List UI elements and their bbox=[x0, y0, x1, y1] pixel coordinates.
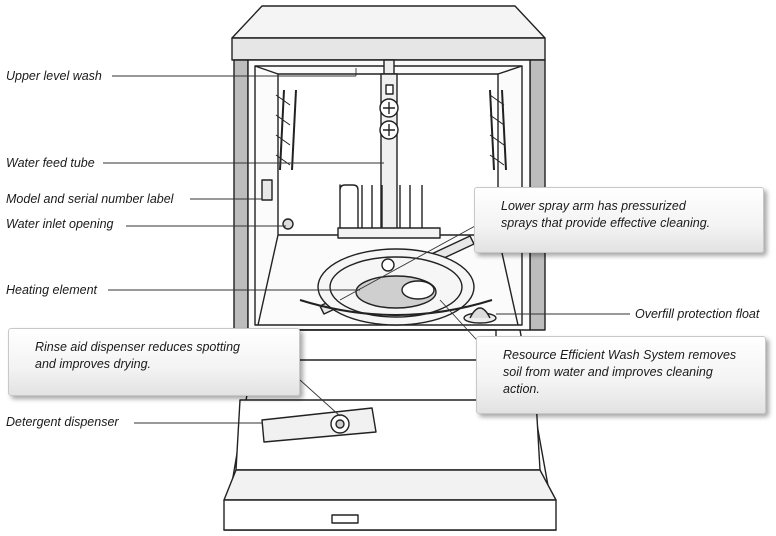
model-label-plate bbox=[261, 179, 273, 201]
heating-element bbox=[299, 299, 493, 316]
callout-wash-system: Resource Efficient Wash System removes s… bbox=[476, 336, 766, 414]
overfill-float bbox=[463, 307, 497, 324]
callout-rinse-aid-line1: Rinse aid dispenser reduces spotting bbox=[35, 340, 240, 354]
label-heating-element: Heating element bbox=[6, 283, 98, 297]
callout-wash-system-line1: Resource Efficient Wash System removes bbox=[503, 348, 737, 362]
label-overfill-float: Overfill protection float bbox=[635, 307, 760, 321]
label-water-inlet: Water inlet opening bbox=[6, 217, 114, 231]
label-upper-level-wash: Upper level wash bbox=[6, 69, 102, 83]
water-inlet bbox=[282, 218, 294, 230]
open-door bbox=[223, 329, 557, 531]
callout-rinse-aid: Rinse aid dispenser reduces spotting and… bbox=[8, 328, 300, 396]
callout-rinse-aid-line2: and improves drying. bbox=[35, 356, 152, 371]
callout-wash-system-line2: soil from water and improves cleaning bbox=[503, 364, 713, 379]
callout-lower-spray-arm-line1: Lower spray arm has pressurized bbox=[501, 199, 686, 213]
callout-lower-spray-arm-line2: sprays that provide effective cleaning. bbox=[501, 215, 711, 230]
leader-lines bbox=[103, 68, 630, 424]
water-feed-tube bbox=[379, 59, 399, 235]
wash-system bbox=[317, 248, 475, 326]
label-water-feed-tube: Water feed tube bbox=[6, 156, 95, 170]
label-detergent-dispenser: Detergent dispenser bbox=[6, 415, 119, 429]
label-model-serial: Model and serial number label bbox=[6, 192, 174, 206]
callout-wash-system-line3: action. bbox=[503, 381, 540, 396]
top-panel bbox=[231, 5, 546, 61]
callout-lower-spray-arm: Lower spray arm has pressurized sprays t… bbox=[474, 187, 764, 253]
